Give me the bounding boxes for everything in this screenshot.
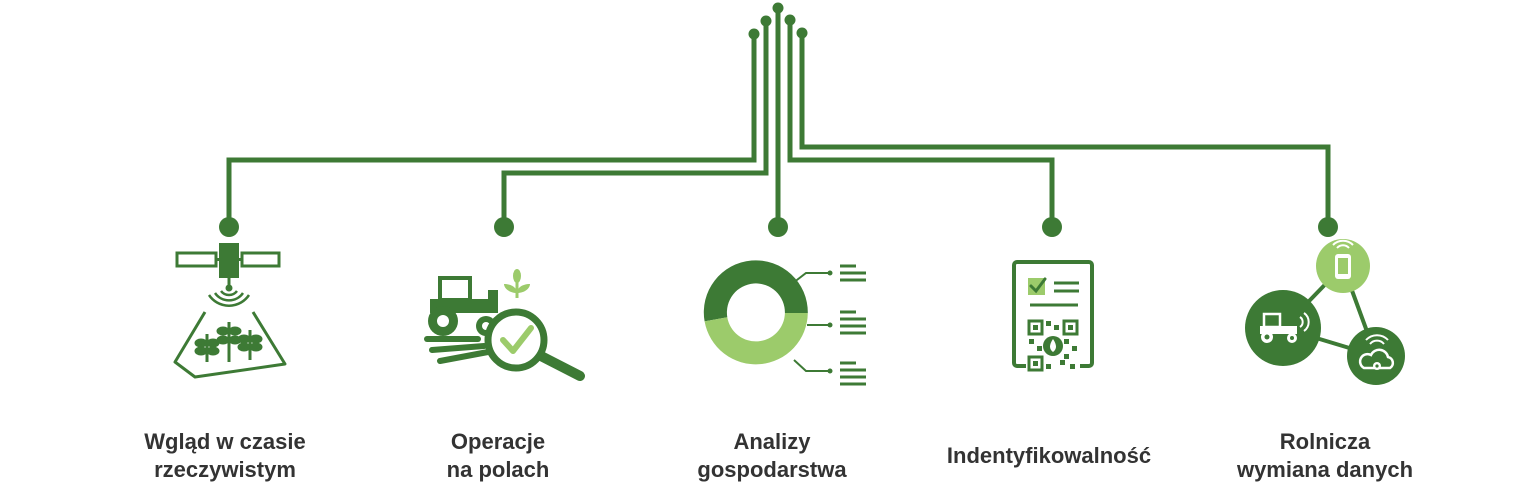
connector-tree: [226, 9, 1331, 220]
label-line: na polach: [446, 457, 550, 482]
label-line: Indentyfikowalność: [946, 443, 1152, 468]
donut-chart-icon: [703, 260, 866, 386]
label-line: Analizy: [733, 429, 811, 454]
connector-line-1: [226, 35, 757, 220]
connector-top-nodes: [748, 2, 808, 40]
label-line: Wgląd w czasie: [144, 429, 306, 454]
connector-line-2: [501, 22, 769, 220]
label-line: wymiana danych: [1236, 457, 1414, 482]
connector-end-nodes: [219, 217, 1338, 237]
label-line: rzeczywistym: [154, 457, 296, 482]
document-qr-code-icon: [1012, 260, 1094, 374]
label-traceability: Indentyfikowalność: [909, 442, 1189, 470]
label-real-time-insight: Wgląd w czasie rzeczywistym: [85, 428, 365, 484]
label-agricultural-data-exchange: Rolnicza wymiana danych: [1185, 428, 1465, 484]
label-line: Operacje: [450, 429, 546, 454]
satellite-crop-icon: [173, 243, 287, 379]
label-farm-analytics: Analizy gospodarstwa: [632, 428, 912, 484]
label-field-operations: Operacje na polach: [358, 428, 638, 484]
label-line: Rolnicza: [1279, 429, 1371, 454]
connector-line-5: [799, 34, 1331, 220]
tractor-magnifier-check-icon: [424, 269, 585, 381]
data-exchange-network-icon: [1245, 239, 1405, 385]
connector-line-4: [787, 21, 1055, 220]
label-line: gospodarstwa: [697, 457, 847, 482]
